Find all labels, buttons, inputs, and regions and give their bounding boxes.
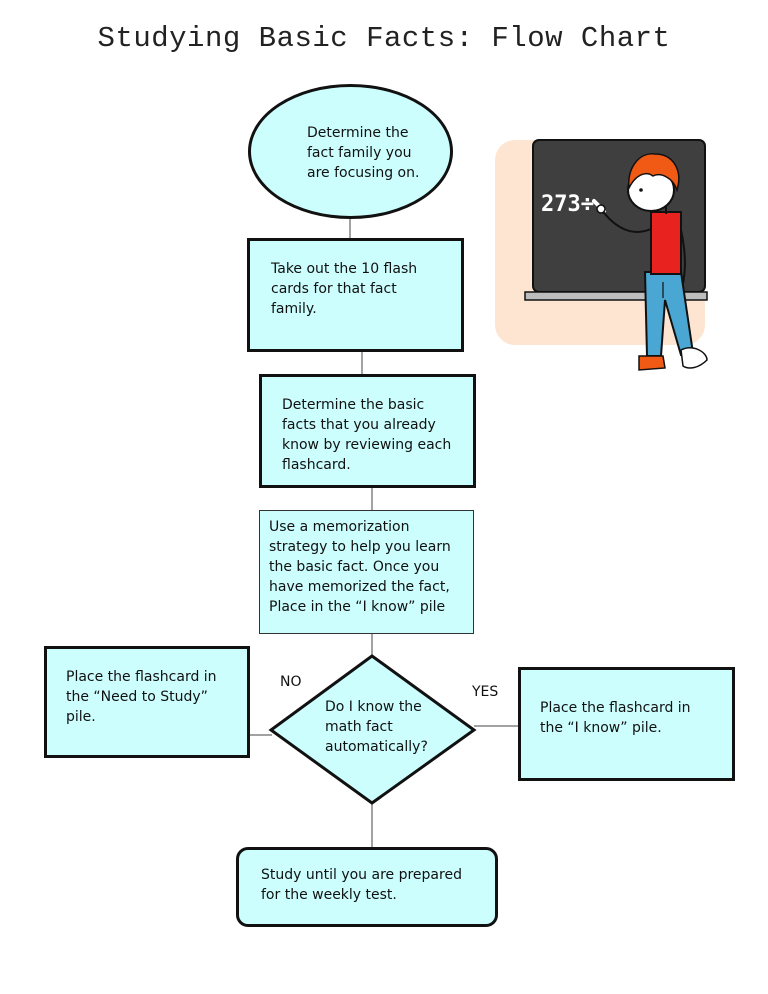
shoe-right: [680, 347, 708, 369]
step-text-line: have memorized the fact,: [269, 579, 450, 595]
step-text-line: family.: [271, 301, 317, 317]
page-title: Studying Basic Facts: Flow Chart: [97, 22, 671, 55]
arm-left: [600, 208, 654, 233]
step-study-for-test: Study until you are prepared for the wee…: [236, 847, 498, 927]
step-text-line: flashcard.: [282, 457, 351, 473]
hand-left: [596, 204, 606, 214]
branch-label-yes: YES: [472, 684, 499, 700]
step-text-line: Take out the 10 flash: [271, 261, 418, 277]
step-text-line: Study until you are prepared: [261, 867, 462, 883]
branch-label-no: NO: [280, 674, 302, 690]
decision-text-line: automatically?: [325, 739, 428, 755]
step-text-line: for the weekly test.: [261, 887, 397, 903]
step-take-out-cards: Take out the 10 flash cards for that fac…: [247, 238, 464, 352]
eye: [639, 188, 643, 192]
step-memorization-strategy: Use a memorization strategy to help you …: [259, 510, 474, 634]
teacher-at-chalkboard-illustration: 273÷: [495, 139, 708, 371]
step-text-line: pile.: [66, 709, 96, 725]
step-text-line: Place in the “I know” pile: [269, 599, 446, 615]
step-text-line: are focusing on.: [307, 165, 420, 181]
hair: [628, 153, 680, 193]
step-i-know-pile: Place the flashcard in the “I know” pile…: [518, 667, 735, 781]
step-text-line: the “Need to Study”: [66, 689, 208, 705]
shoe-left: [638, 355, 666, 371]
decision-diamond: [268, 654, 477, 805]
step-text-line: Place the flashcard in: [540, 700, 691, 716]
step-text-line: know by reviewing each: [282, 437, 452, 453]
step-text-line: Determine the basic: [282, 397, 425, 413]
shirt: [650, 211, 682, 275]
step-need-to-study-pile: Place the flashcard in the “Need to Stud…: [44, 646, 250, 758]
step-text-line: the basic fact. Once you: [269, 559, 440, 575]
chalk-ledge: [524, 291, 708, 301]
step-text-line: Determine the: [307, 125, 409, 141]
chalkboard-problem: 273÷: [541, 192, 594, 217]
step-text-line: facts that you already: [282, 417, 436, 433]
step-text-line: the “I know” pile.: [540, 720, 662, 736]
step-text-line: cards for that fact: [271, 281, 397, 297]
decision-text-line: math fact: [325, 719, 393, 735]
decision-text-line: Do I know the: [325, 699, 422, 715]
step-determine-fact-family: Determine the fact family you are focusi…: [248, 84, 453, 219]
step-text-line: Place the flashcard in: [66, 669, 217, 685]
step-text-line: Use a memorization: [269, 519, 410, 535]
step-text-line: fact family you: [307, 145, 412, 161]
step-text-line: strategy to help you learn: [269, 539, 451, 555]
step-review-flashcards: Determine the basic facts that you alrea…: [259, 374, 476, 488]
decision-know-fact-text: Do I know the math fact automatically?: [325, 697, 455, 757]
